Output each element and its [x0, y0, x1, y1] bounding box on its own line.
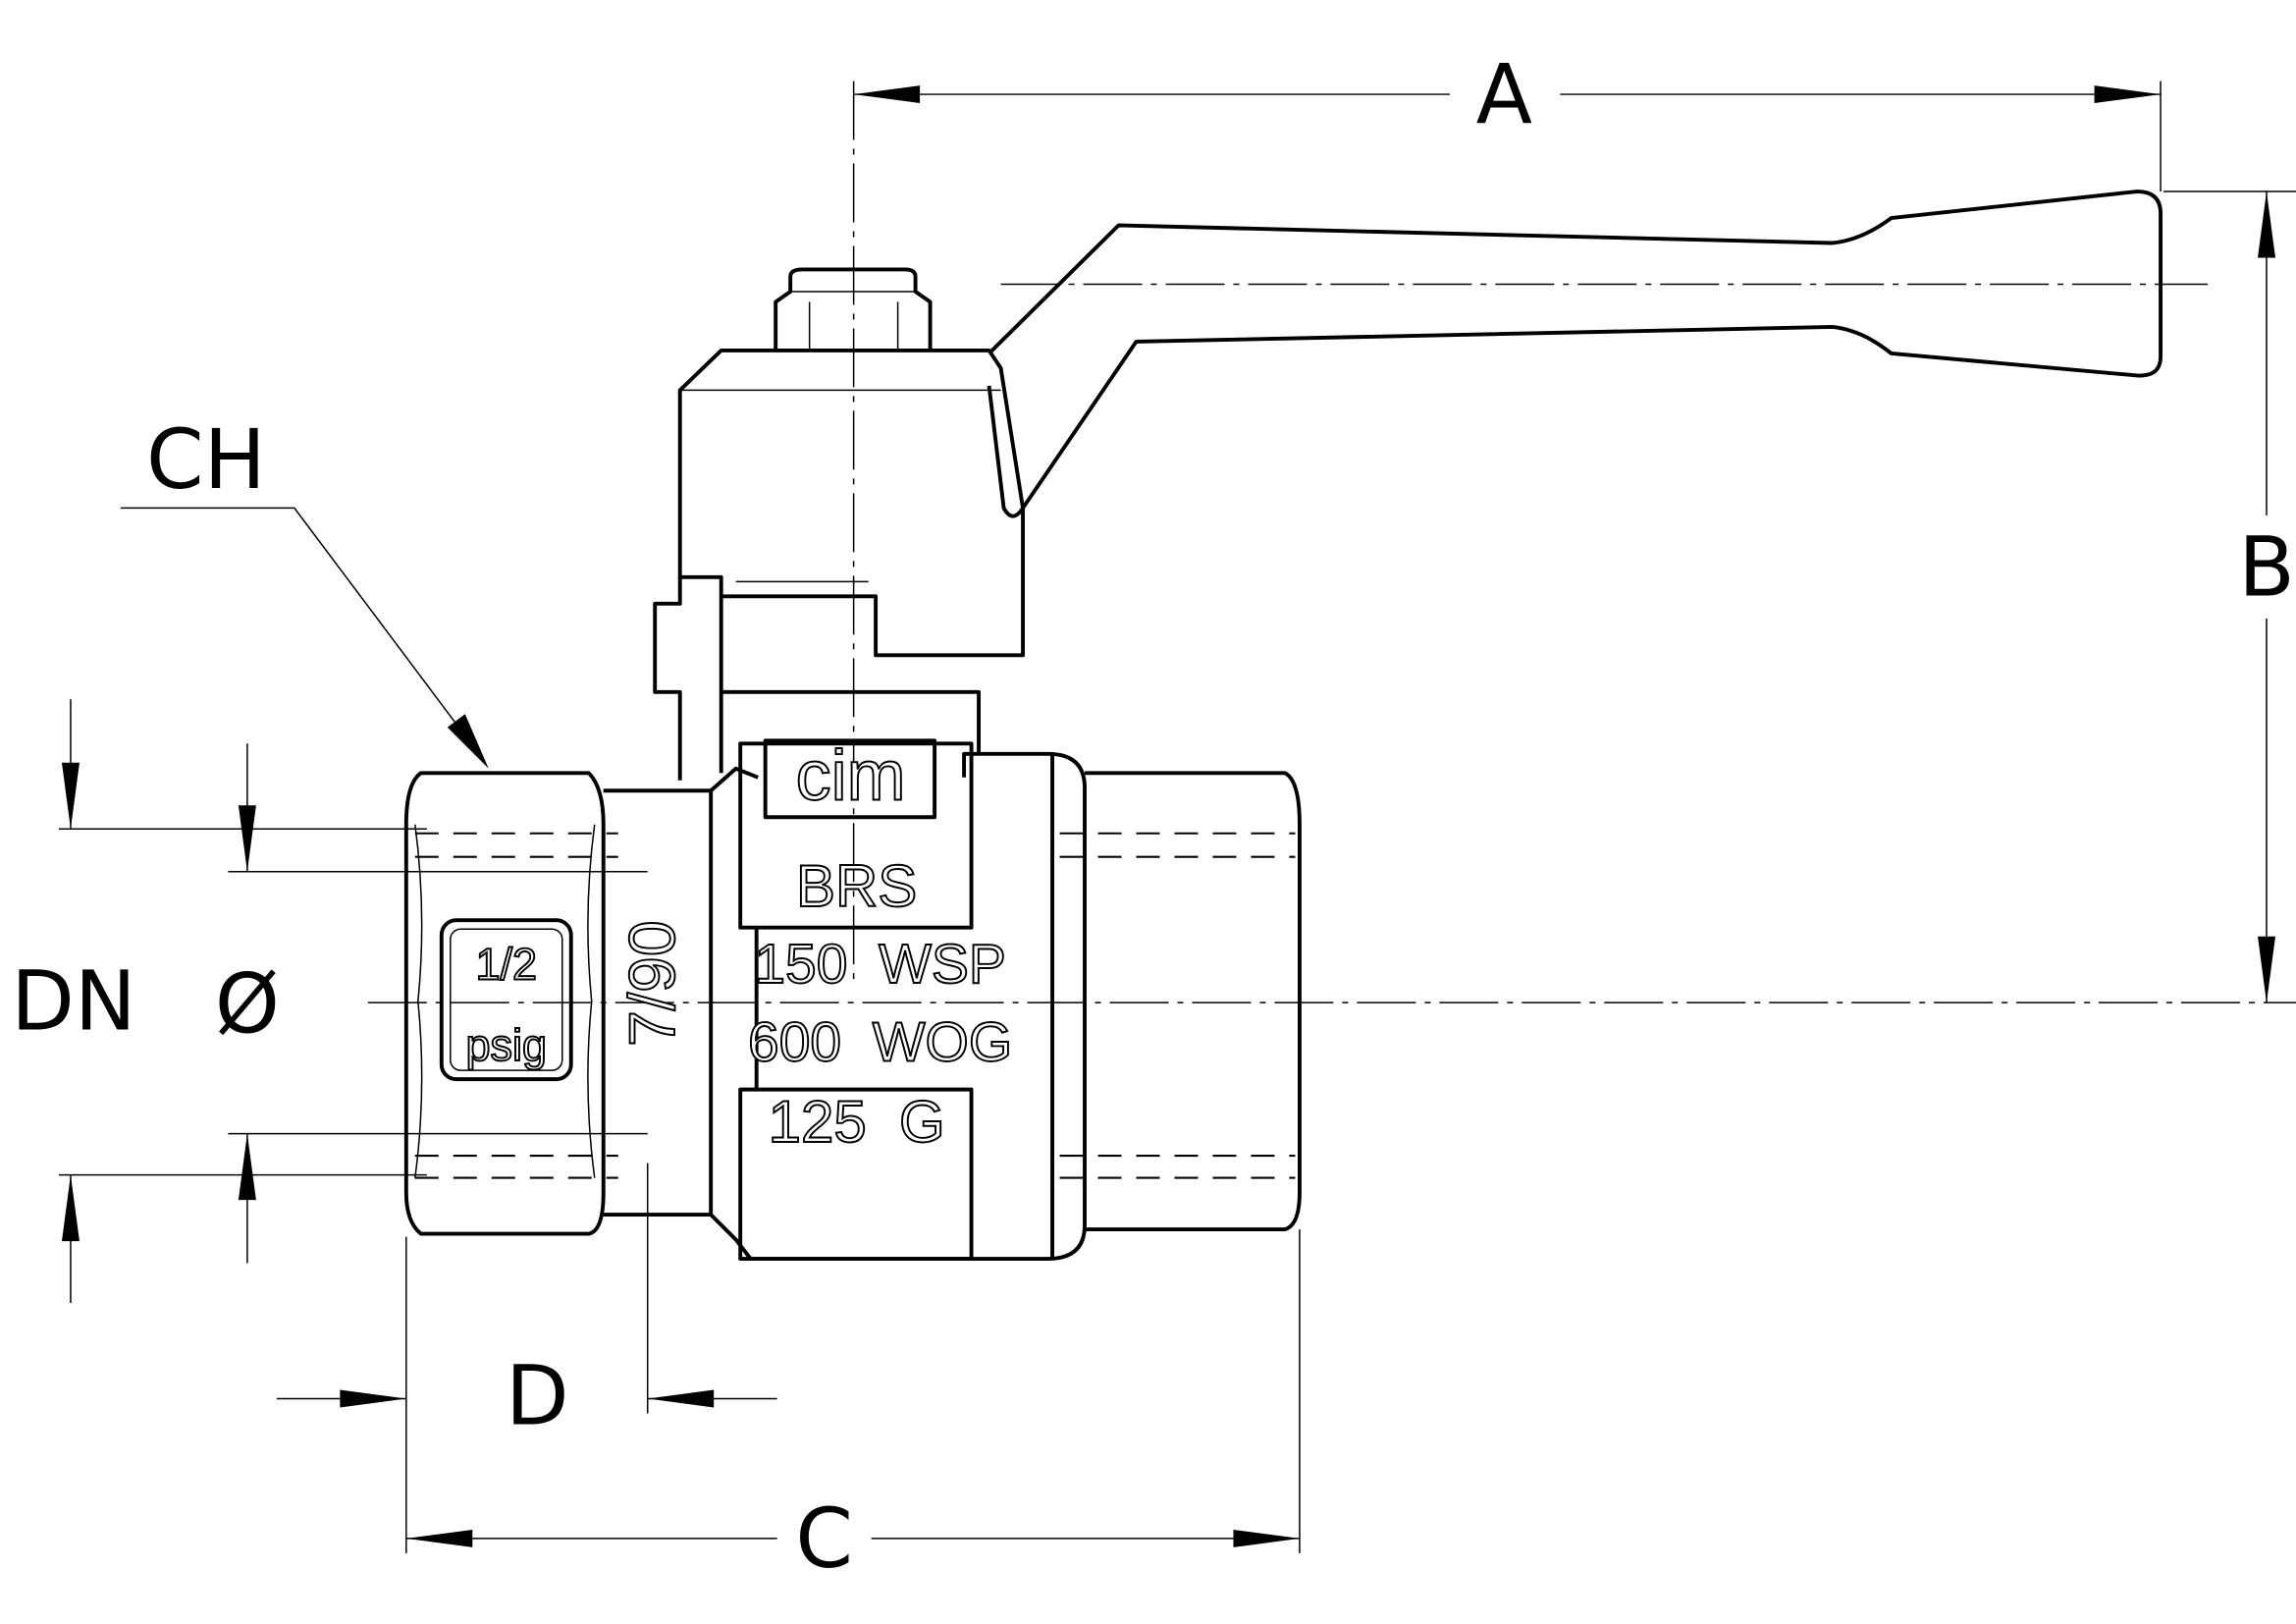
dimension-d-label: D [506, 1347, 569, 1443]
dimension-b: B [2163, 190, 2296, 1003]
dimension-ch: CH [120, 411, 489, 769]
thread-lines [414, 832, 1296, 1179]
dimension-ch-label: CH [146, 411, 266, 508]
code-marking: 7/90 [615, 920, 688, 1046]
stem-nut [774, 267, 933, 351]
rating-marking-1: 150 WSP [754, 933, 1005, 996]
dimension-diameter: Ø [215, 743, 648, 1264]
material-marking: BRS [796, 853, 917, 919]
central-body [709, 738, 1087, 1262]
centerlines [367, 81, 2296, 1003]
dimension-c-label: C [795, 1490, 853, 1587]
left-hex-end [403, 771, 606, 1236]
unit-marking: psig [466, 1020, 547, 1070]
dimension-c: C [405, 1229, 1301, 1587]
lever-handle [987, 189, 2163, 518]
body-neck [603, 788, 714, 1218]
rating-marking-3: 125 G [769, 1089, 945, 1155]
dimension-diameter-label: Ø [215, 956, 280, 1053]
size-marking: 1/2 [476, 940, 538, 990]
dimension-dn-label: DN [11, 953, 135, 1050]
dimension-a: A [853, 46, 2162, 192]
handle-head [677, 349, 1026, 658]
dimension-dn: DN [11, 699, 427, 1304]
valve-stem [653, 576, 982, 781]
rating-marking-2: 600 WOG [748, 1011, 1012, 1074]
dimension-b-label: B [2238, 518, 2295, 615]
right-end [1085, 771, 1302, 1232]
dimension-a-label: A [1476, 46, 1532, 142]
dimension-d: D [276, 1163, 777, 1553]
brand-marking: cim [796, 736, 906, 815]
